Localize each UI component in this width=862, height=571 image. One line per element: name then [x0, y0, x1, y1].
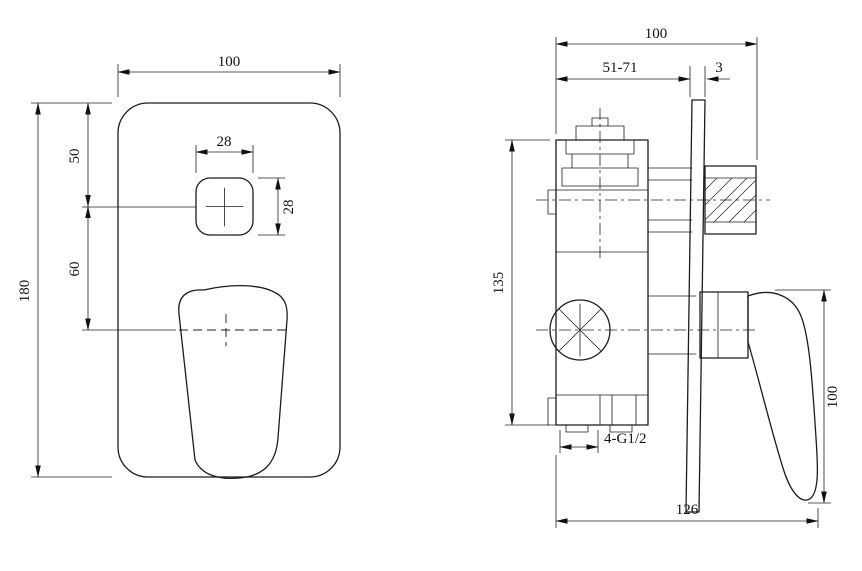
diverter-button-outline — [195, 177, 254, 236]
dim-label-button-to-handle: 60 — [67, 262, 83, 277]
valve-seat-circle — [549, 299, 611, 361]
front-plate-outline — [117, 102, 341, 478]
front-handle-outline — [178, 284, 288, 480]
valve-body-details — [547, 117, 649, 433]
dim-label-top-to-button: 50 — [67, 149, 83, 164]
button-center-cross — [205, 187, 244, 227]
dim-label-thread: 4-G1/2 — [604, 431, 647, 447]
outlet-block-lines — [704, 177, 757, 223]
outlet-pipe — [647, 167, 693, 233]
outlet-hatching — [704, 177, 757, 223]
dim-label-overall-depth: 100 — [645, 26, 668, 42]
dim-label-install-depth: 51-71 — [603, 60, 638, 76]
front-extension-lines — [31, 64, 341, 478]
side-handle-lever — [747, 291, 819, 501]
side-view: 100 51-71 3 135 4-G1/2 100 126 — [491, 26, 841, 528]
front-view: 100 180 50 60 28 28 — [17, 54, 341, 480]
dim-label-front-plate-height: 180 — [17, 280, 33, 303]
side-extension-lines — [505, 37, 831, 528]
valve-body-outline — [555, 139, 649, 426]
dim-label-handle-height: 100 — [825, 386, 841, 409]
dim-label-button-width: 28 — [217, 134, 232, 150]
dim-label-button-height: 28 — [281, 200, 297, 215]
valve-seat-cross — [558, 303, 602, 357]
wall-plate-side — [685, 99, 706, 513]
dim-label-overall-length: 126 — [676, 502, 699, 518]
outlet-block — [704, 165, 757, 235]
dim-label-plate-thickness: 3 — [715, 60, 723, 76]
handle-hub — [699, 291, 749, 359]
dim-label-body-height: 135 — [491, 272, 507, 295]
dim-label-front-plate-width: 100 — [218, 54, 241, 70]
